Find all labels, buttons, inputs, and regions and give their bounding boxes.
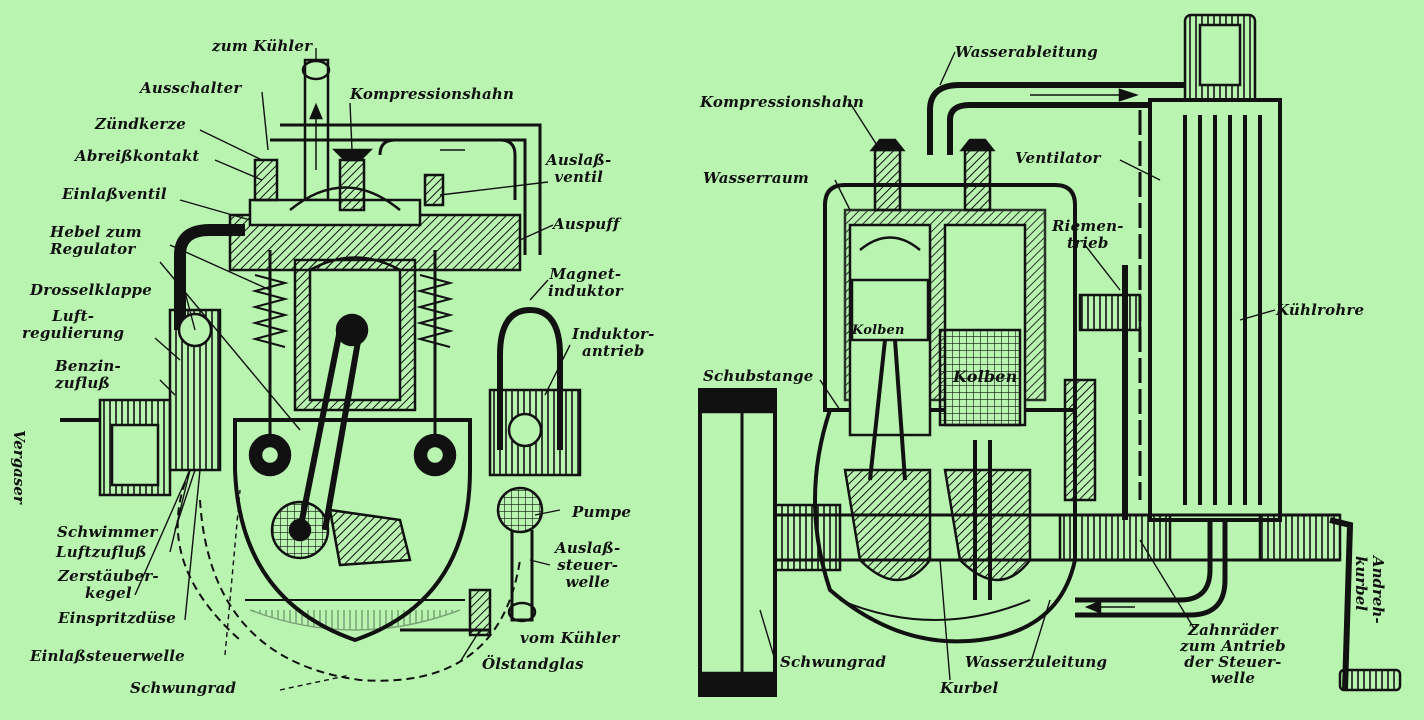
label-auslassventil: Auslaß- ventil bbox=[546, 151, 612, 186]
label-vergaser: Vergaser bbox=[10, 430, 28, 504]
label-schubstange: Schubstange bbox=[703, 367, 814, 385]
label-kompressionshahn-left: Kompressionshahn bbox=[350, 85, 515, 103]
label-kompressionshahn-right: Kompressionshahn bbox=[700, 93, 865, 111]
label-abreisskontakt: Abreißkontakt bbox=[75, 147, 200, 165]
right-engine-drawing bbox=[698, 13, 1402, 697]
label-einlassventil: Einlaßventil bbox=[62, 185, 167, 203]
label-wasserableitung: Wasserableitung bbox=[955, 43, 1098, 61]
label-benzinzufluss: Benzin- zufluß bbox=[55, 357, 121, 392]
label-oelstandglas: Ölstandglas bbox=[482, 655, 584, 673]
label-kolben-left: Kolben bbox=[852, 323, 905, 338]
label-zum-kuehler: zum Kühler bbox=[212, 37, 313, 55]
label-wasserzuleitung: Wasserzuleitung bbox=[965, 653, 1108, 671]
label-kuehlrohre: Kühlrohre bbox=[1276, 301, 1365, 319]
label-wasserraum: Wasserraum bbox=[703, 169, 809, 187]
label-drosselklappe: Drosselklappe bbox=[30, 281, 152, 299]
label-riementrieb: Riemen- trieb bbox=[1052, 217, 1124, 252]
label-induktorantrieb: Induktor- antrieb bbox=[572, 325, 655, 360]
label-hebel-zum-regulator: Hebel zum Regulator bbox=[50, 223, 142, 258]
label-vom-kuehler: vom Kühler bbox=[520, 629, 620, 647]
label-andrehkurbel: Andreh- kurbel bbox=[1352, 556, 1387, 624]
label-ausschalter: Ausschalter bbox=[140, 79, 242, 97]
label-magnetinduktor: Magnet- induktor bbox=[548, 265, 623, 300]
label-ventilator: Ventilator bbox=[1015, 149, 1101, 167]
label-einlasssteuerwelle: Einlaßsteuerwelle bbox=[30, 647, 185, 665]
label-zerstaeuberkegel: Zerstäuber- kegel bbox=[58, 567, 159, 602]
leader-lines bbox=[134, 48, 1276, 691]
label-zahnraeder: Zahnräder zum Antrieb der Steuer- welle bbox=[1180, 621, 1286, 687]
label-auslasssteuerwelle: Auslaß- steuer- welle bbox=[555, 539, 621, 591]
label-schwimmer: Schwimmer bbox=[57, 523, 158, 541]
label-zuendkerze: Zündkerze bbox=[95, 115, 186, 133]
label-luftregulierung: Luft- regulierung bbox=[22, 307, 125, 342]
label-einspritzduese: Einspritzdüse bbox=[58, 609, 177, 627]
label-luftzufluss: Luftzufluß bbox=[56, 543, 147, 561]
label-pumpe: Pumpe bbox=[572, 503, 632, 521]
left-engine-drawing bbox=[60, 58, 582, 682]
label-kolben-right: Kolben bbox=[953, 367, 1018, 386]
label-schwungrad-right: Schwungrad bbox=[780, 653, 887, 671]
label-schwungrad-left: Schwungrad bbox=[130, 679, 237, 697]
label-kurbel: Kurbel bbox=[940, 679, 999, 697]
label-auspuff: Auspuff bbox=[553, 215, 620, 233]
